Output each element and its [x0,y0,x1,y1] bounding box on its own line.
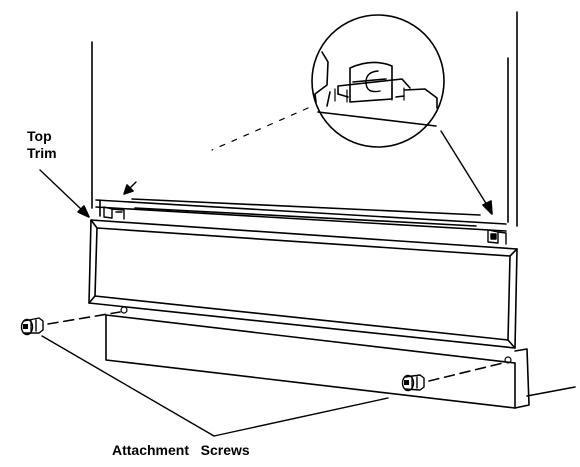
top-trim-label-line2: Trim [27,145,57,161]
top-trim-label-line1: Top [27,128,52,144]
top-trim-leader [39,169,90,218]
trim-clip-left [103,206,125,220]
attachment-screws-label: Attachment Screws [112,442,250,458]
trim-clip-right [487,229,507,245]
leader-arrow-right-clip [440,130,493,215]
top-trim [95,198,507,232]
detail-inset [311,14,445,148]
screw-right [401,374,425,392]
kick-plate [105,314,576,409]
leader-arrow-left-clip [123,181,137,195]
detail-clip [349,61,393,103]
screw-left [20,317,44,336]
attachment-screws-leaders [41,335,389,437]
screw-right-path [428,362,504,382]
screw-holes [120,306,512,364]
front-panel [88,219,518,349]
detail-leader-dashed [211,107,309,151]
screw-left-path [47,311,121,325]
